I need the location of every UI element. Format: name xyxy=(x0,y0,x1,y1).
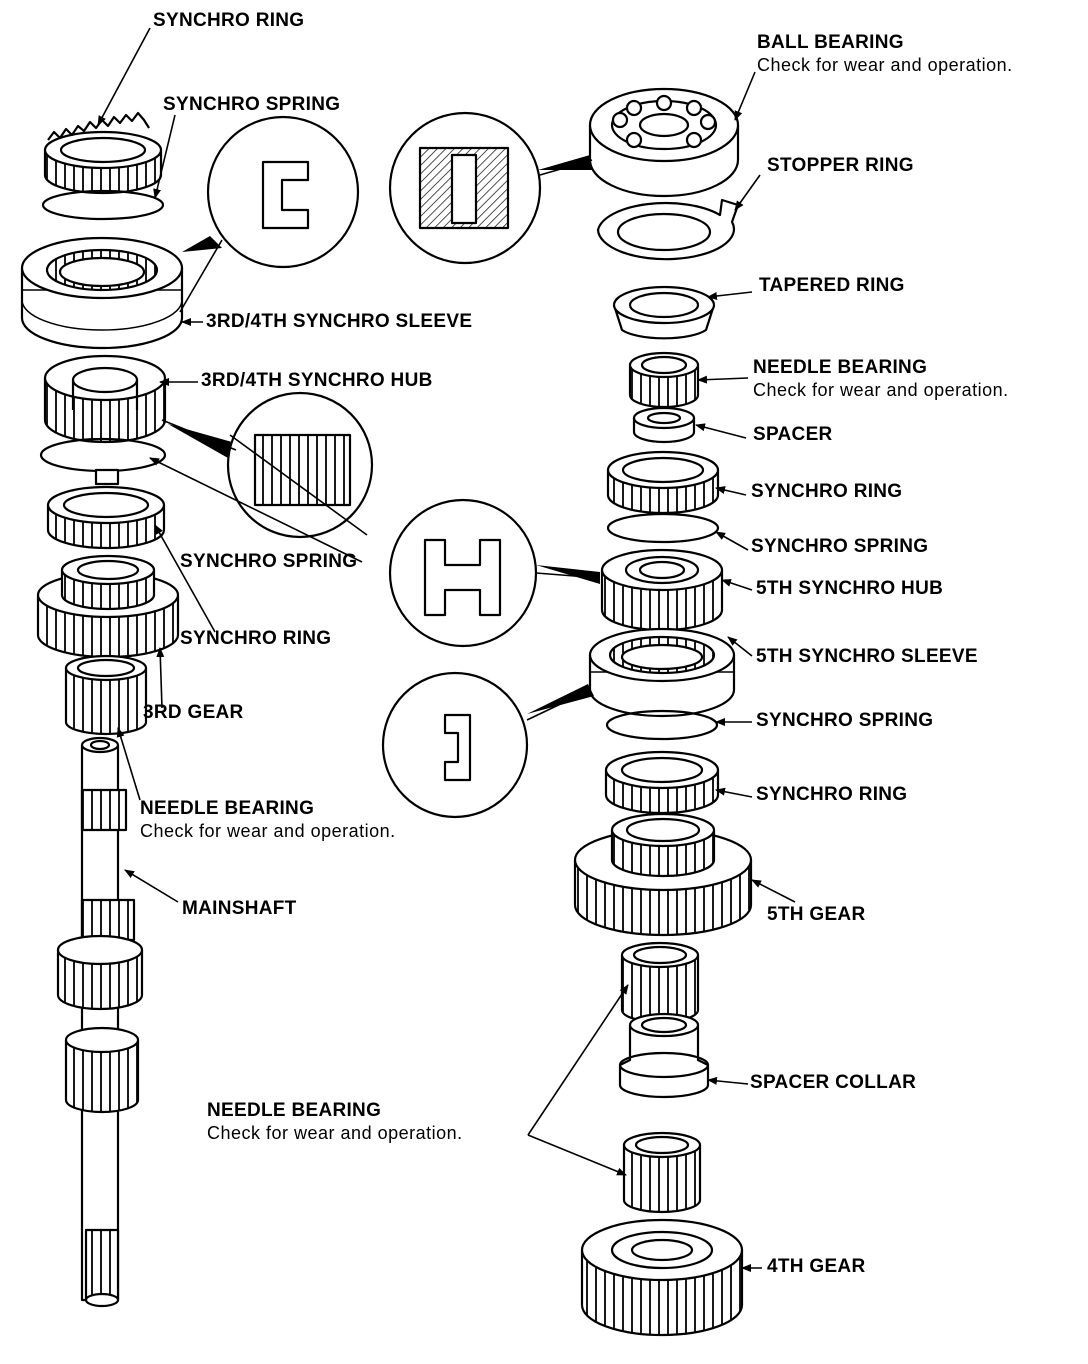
stopper-ring-part xyxy=(596,198,740,261)
label-synchro-spring-left: SYNCHRO SPRING xyxy=(180,551,358,572)
gear-5th-part xyxy=(573,812,753,937)
synchro-ring-r1-part xyxy=(606,450,720,515)
ball-bearing-part xyxy=(588,87,740,198)
label-synchro-spring-r2: SYNCHRO SPRING xyxy=(756,710,934,731)
label-sleeve-34: 3RD/4TH SYNCHRO SLEEVE xyxy=(206,311,473,332)
label-synchro-spring-r1: SYNCHRO SPRING xyxy=(751,536,929,557)
label-tapered-ring: TAPERED RING xyxy=(759,275,905,296)
label-gear-3rd: 3RD GEAR xyxy=(143,702,244,723)
label-synchro-ring-left: SYNCHRO RING xyxy=(180,628,332,649)
synchro-spring-left-part xyxy=(39,437,167,473)
label-mainshaft: MAINSHAFT xyxy=(182,898,297,919)
spacer-part xyxy=(632,406,696,444)
label-hub-34: 3RD/4TH SYNCHRO HUB xyxy=(201,370,433,391)
label-hub-5th: 5TH SYNCHRO HUB xyxy=(756,578,944,599)
synchro-spring-r1-part xyxy=(606,512,720,544)
synchro-ring-left-part xyxy=(46,468,166,550)
gear-4th-part xyxy=(580,1218,744,1337)
needle-bearing-r2-part xyxy=(620,941,700,1024)
label-sleeve-5th: 5TH SYNCHRO SLEEVE xyxy=(756,646,978,667)
label-gear-4th: 4TH GEAR xyxy=(767,1256,866,1277)
detail-pointers xyxy=(168,155,600,714)
hub-5th-part xyxy=(600,548,724,632)
label-synchro-spring-top: SYNCHRO SPRING xyxy=(163,94,341,115)
detail-circle-sleeve-5th xyxy=(381,671,529,819)
detail-circle-hub-5th xyxy=(388,498,538,648)
needle-bearing-left-part xyxy=(64,654,148,736)
needle-bearing-right-part xyxy=(628,351,700,409)
sleeve-34-part xyxy=(20,236,184,350)
detail-circle-hub-34 xyxy=(226,391,374,539)
spacer-collar-part xyxy=(618,1012,710,1099)
needle-bearing-r3-part xyxy=(622,1131,702,1214)
gear-3rd-part xyxy=(36,554,180,659)
hub-34-part xyxy=(43,354,167,444)
label-synchro-ring-r2: SYNCHRO RING xyxy=(756,784,908,805)
label-synchro-ring-r1: SYNCHRO RING xyxy=(751,481,903,502)
mainshaft-part xyxy=(56,736,144,1308)
synchro-spring-top-part xyxy=(41,189,165,221)
label-gear-5th: 5TH GEAR xyxy=(767,904,866,925)
label-spacer: SPACER xyxy=(753,424,833,445)
sleeve-5th-part xyxy=(588,627,736,718)
detail-circle-ball-bearing xyxy=(388,111,542,265)
label-stopper-ring: STOPPER RING xyxy=(767,155,914,176)
synchro-ring-r2-part xyxy=(604,750,720,815)
label-synchro-ring-top: SYNCHRO RING xyxy=(153,10,305,31)
tapered-ring-part xyxy=(612,285,716,340)
detail-circle-sleeve-34 xyxy=(206,115,360,269)
synchro-ring-top-part xyxy=(43,111,163,195)
label-spacer-collar: SPACER COLLAR xyxy=(750,1072,917,1093)
